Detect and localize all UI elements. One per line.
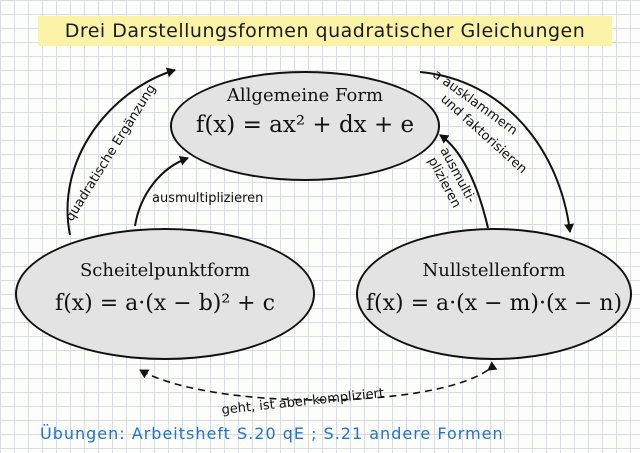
arrow-dashed-bottom bbox=[139, 361, 498, 401]
arrow-expand-left bbox=[134, 155, 189, 227]
edge-label-expand-left: ausmultiplizieren bbox=[152, 191, 263, 206]
arrow-expand-right bbox=[439, 134, 489, 229]
arrow-factorize bbox=[419, 71, 574, 233]
node-factored-form: Nullstellenform f(x) = a·(x − m)·(x − n) bbox=[356, 228, 632, 360]
page-title: Drei Darstellungsformen quadratischer Gl… bbox=[38, 16, 612, 46]
edge-label-dashed: geht, ist aber kompliziert bbox=[221, 386, 385, 418]
node-vertex-form: Scheitelpunktform f(x) = a·(x − b)² + c bbox=[15, 228, 315, 360]
node-general-form: Allgemeine Form f(x) = ax² + dx + e bbox=[170, 71, 440, 181]
factored-form-formula: f(x) = a·(x − m)·(x − n) bbox=[365, 291, 623, 316]
general-form-formula: f(x) = ax² + dx + e bbox=[195, 112, 415, 138]
factored-form-label: Nullstellenform bbox=[422, 260, 566, 281]
general-form-label: Allgemeine Form bbox=[226, 85, 384, 106]
arrow-quadratic-completion bbox=[66, 67, 176, 236]
vertex-form-formula: f(x) = a·(x − b)² + c bbox=[55, 291, 275, 316]
vertex-form-label: Scheitelpunktform bbox=[79, 260, 251, 281]
edge-label-quadratic-completion: quadratische Ergänzung bbox=[63, 82, 160, 224]
exercise-footer: Übungen: Arbeitsheft S.20 qE ; S.21 ande… bbox=[40, 424, 504, 443]
